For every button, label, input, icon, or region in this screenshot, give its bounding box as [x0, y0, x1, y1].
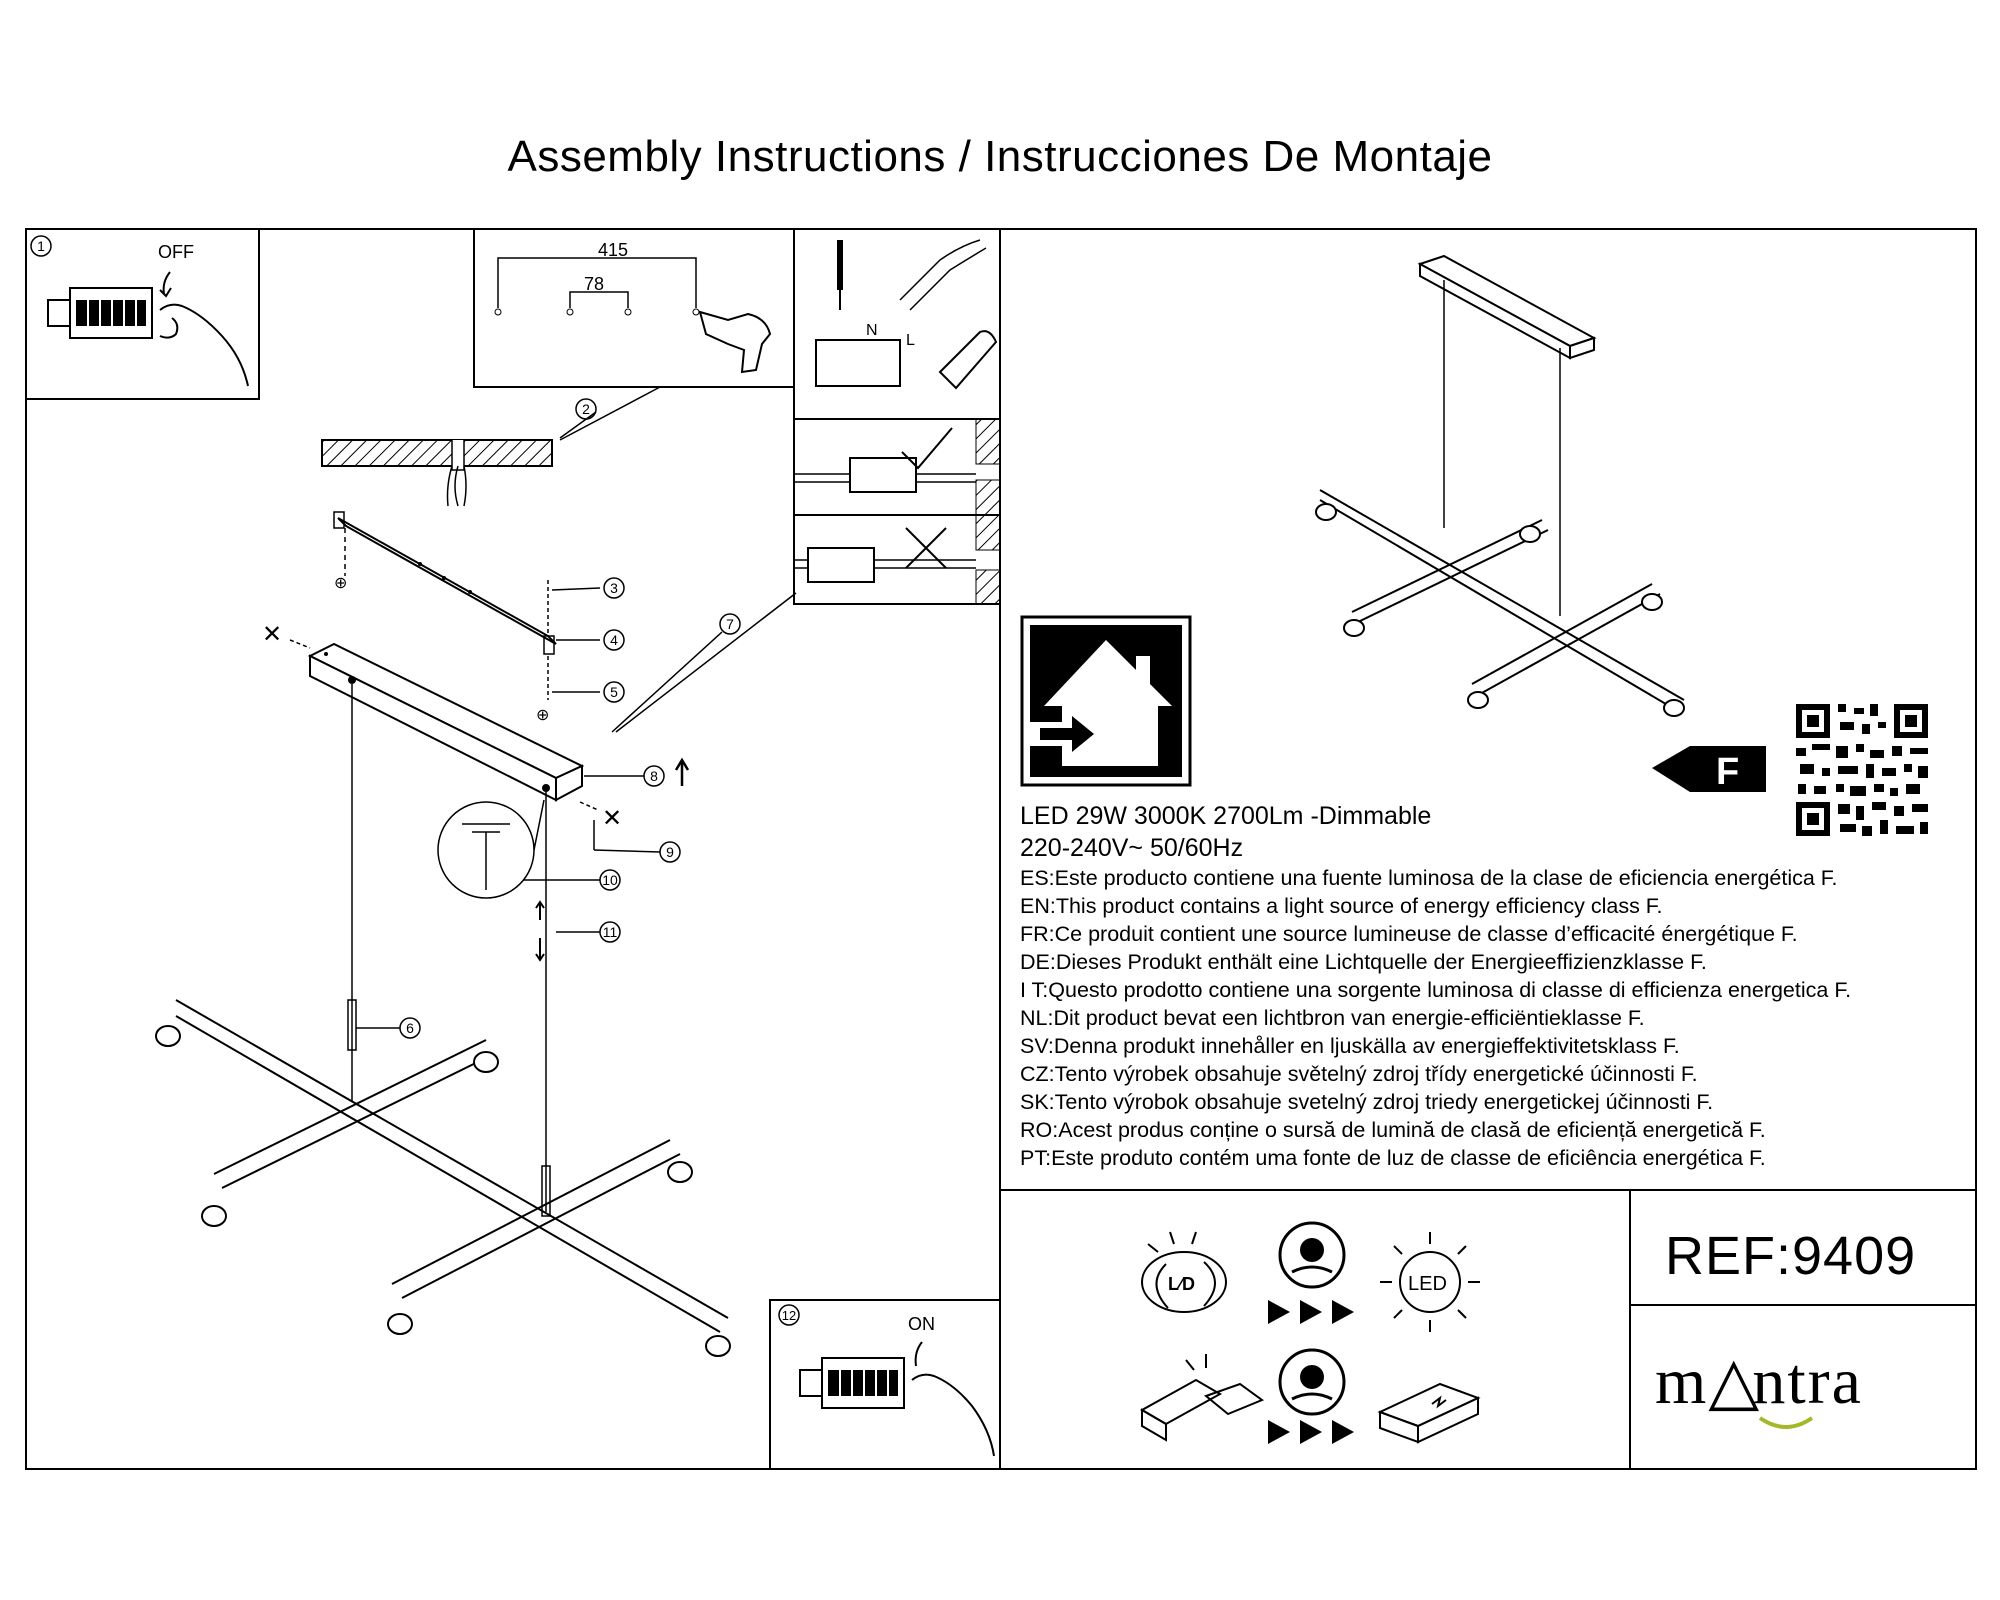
technician-icon [1268, 1221, 1354, 1324]
energy-statement: ES:Este producto contiene una fuente lum… [1020, 866, 1838, 890]
technician-icon [1268, 1348, 1354, 1444]
screw-icon: ✕ [602, 805, 622, 832]
drill-icon [698, 310, 772, 374]
led-replace-icon: L⁄D [1141, 1231, 1227, 1313]
lamp-cross-body [155, 999, 731, 1357]
step-3-label: 3 [610, 580, 618, 596]
spec-voltage: 220-240V~ 50/60Hz [1020, 834, 1244, 862]
step-5-label: 5 [610, 684, 618, 700]
product-reference: REF:9409 [1665, 1226, 1917, 1286]
energy-statement: DE:Dieses Produkt enthält eine Lichtquel… [1020, 950, 1707, 974]
energy-statement: SK:Tento výrobok obsahuje svetelný zdroj… [1020, 1090, 1714, 1114]
step-4-label: 4 [610, 632, 618, 648]
mounting-bracket: ⊕ [333, 511, 557, 655]
screw-icon: ✕ [262, 621, 282, 648]
cable-adjust-detail [437, 799, 545, 899]
svg-text:L⁄D: L⁄D [1168, 1274, 1195, 1294]
product-illustration [1315, 254, 1685, 717]
step-9-label: 9 [666, 844, 674, 860]
page-title: Assembly Instructions / Instrucciones De… [507, 132, 1493, 181]
arrow-up-icon [674, 757, 690, 786]
brand-logo: m△ntra [1655, 1342, 1863, 1420]
driver-replace-icon [1139, 1354, 1265, 1442]
svg-text:⊕: ⊕ [536, 707, 549, 724]
circuit-breaker-icon [799, 1357, 905, 1409]
energy-statement: EN:This product contains a light source … [1020, 894, 1663, 918]
brand-smile [1758, 1416, 1814, 1429]
energy-statement: CZ:Tento výrobek obsahuje světelný zdroj… [1020, 1062, 1698, 1086]
step-7-label: 7 [726, 616, 734, 632]
switch-off-label: OFF [158, 242, 194, 262]
brand-hat-icon: △ [1708, 1345, 1762, 1418]
step-2-drill-template: 415 78 2 [473, 228, 795, 441]
switch-on-label: ON [908, 1314, 935, 1334]
energy-statement: FR:Ce produit contient une source lumine… [1020, 922, 1798, 946]
check-icon [901, 427, 953, 470]
led-icon: LED [1380, 1232, 1480, 1332]
ceiling-section [321, 439, 553, 507]
hole-spacing-dimension: 78 [584, 274, 604, 294]
driver-icon [1377, 1382, 1481, 1444]
brand-name-right: ntra [1752, 1345, 1863, 1418]
width-dimension: 415 [598, 240, 628, 260]
circuit-breaker-icon [47, 287, 153, 339]
step-6-label: 6 [406, 1020, 414, 1036]
live-terminal-label: L [906, 332, 915, 349]
energy-statement: PT:Este produto contém uma fonte de luz … [1020, 1146, 1766, 1170]
energy-class-arrow-icon: F [1652, 746, 1766, 793]
step-12-breaker-on: 12 ON [769, 1299, 1001, 1470]
brand-name-left: m [1655, 1345, 1709, 1418]
energy-statement: RO:Acest produs conține o sursă de lumin… [1020, 1118, 1766, 1142]
step-11-label: 11 [603, 924, 618, 940]
qr-code-icon [1792, 700, 1932, 840]
step-8-label: 8 [650, 768, 658, 784]
cross-icon [905, 527, 947, 569]
led-label: LED [1408, 1273, 1447, 1295]
svg-text:⊕: ⊕ [334, 575, 347, 592]
svg-text:2: 2 [582, 401, 590, 417]
energy-statement: NL:Dit product bevat een lichtbron van e… [1020, 1006, 1645, 1030]
neutral-terminal-label: N [866, 322, 878, 339]
energy-class-letter: F [1716, 751, 1739, 793]
energy-statement: I T:Questo prodotto contiene una sorgent… [1020, 978, 1852, 1002]
canopy: ✕ ✕ [262, 621, 622, 832]
step-1-label: 1 [37, 238, 45, 254]
step-12-label: 12 [782, 1308, 796, 1323]
spec-power: LED 29W 3000K 2700Lm -Dimmable [1020, 802, 1432, 830]
fixing-screws: ⊕ [536, 580, 601, 724]
step-10-label: 10 [602, 872, 618, 888]
step-1-breaker-off: 1 OFF [25, 228, 260, 400]
energy-statement: SV:Denna produkt innehåller en ljuskälla… [1020, 1034, 1680, 1058]
wiring-panels: N L [793, 228, 1001, 605]
indoor-use-icon [1020, 615, 1192, 787]
